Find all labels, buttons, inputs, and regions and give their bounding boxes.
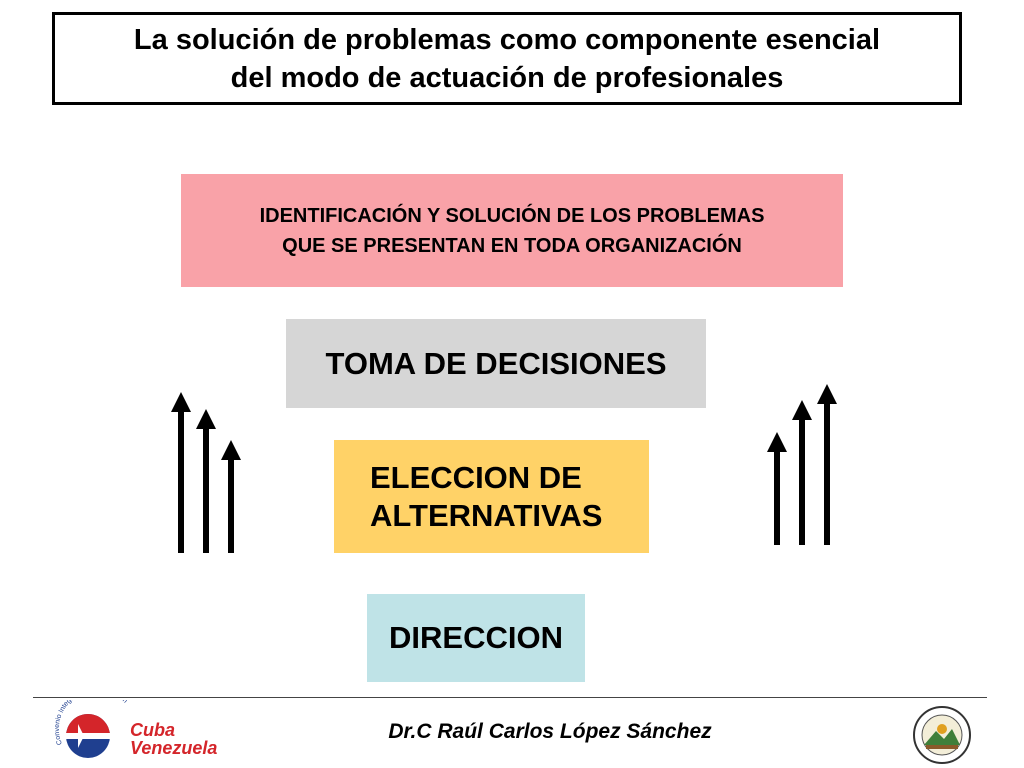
eleccion-alternativas-label: ELECCION DE ALTERNATIVAS: [370, 459, 603, 533]
footer-divider: [33, 697, 987, 698]
up-arrow-icon: [221, 440, 241, 553]
direccion-box: DIRECCION: [367, 594, 585, 682]
logo-line-cuba: Cuba: [130, 720, 175, 740]
logo-line-venezuela: Venezuela: [130, 738, 217, 758]
identificacion-label: IDENTIFICACIÓN Y SOLUCIÓN DE LOS PROBLEM…: [259, 204, 765, 257]
eleccion-alternativas-box: ELECCION DE ALTERNATIVAS: [334, 440, 649, 553]
university-seal-logo: [913, 706, 971, 764]
up-arrow-icon: [817, 384, 837, 545]
right-arrow-group: [767, 384, 837, 545]
toma-decisiones-box: TOMA DE DECISIONES: [286, 319, 706, 408]
left-arrow-group: [171, 392, 241, 553]
slide-title: La solución de problemas como componente…: [133, 23, 881, 94]
title-box: La solución de problemas como componente…: [52, 12, 962, 105]
cuba-venezuela-logo: Convenio Integral de Cooperación Cuba Ve…: [54, 700, 217, 758]
author-name: Dr.C Raúl Carlos López Sánchez: [388, 720, 712, 743]
toma-decisiones-label: TOMA DE DECISIONES: [325, 345, 667, 381]
up-arrow-icon: [792, 400, 812, 545]
direccion-label: DIRECCION: [389, 620, 563, 655]
up-arrow-icon: [196, 409, 216, 553]
up-arrow-icon: [171, 392, 191, 553]
identificacion-box: IDENTIFICACIÓN Y SOLUCIÓN DE LOS PROBLEM…: [181, 174, 843, 287]
up-arrow-icon: [767, 432, 787, 545]
